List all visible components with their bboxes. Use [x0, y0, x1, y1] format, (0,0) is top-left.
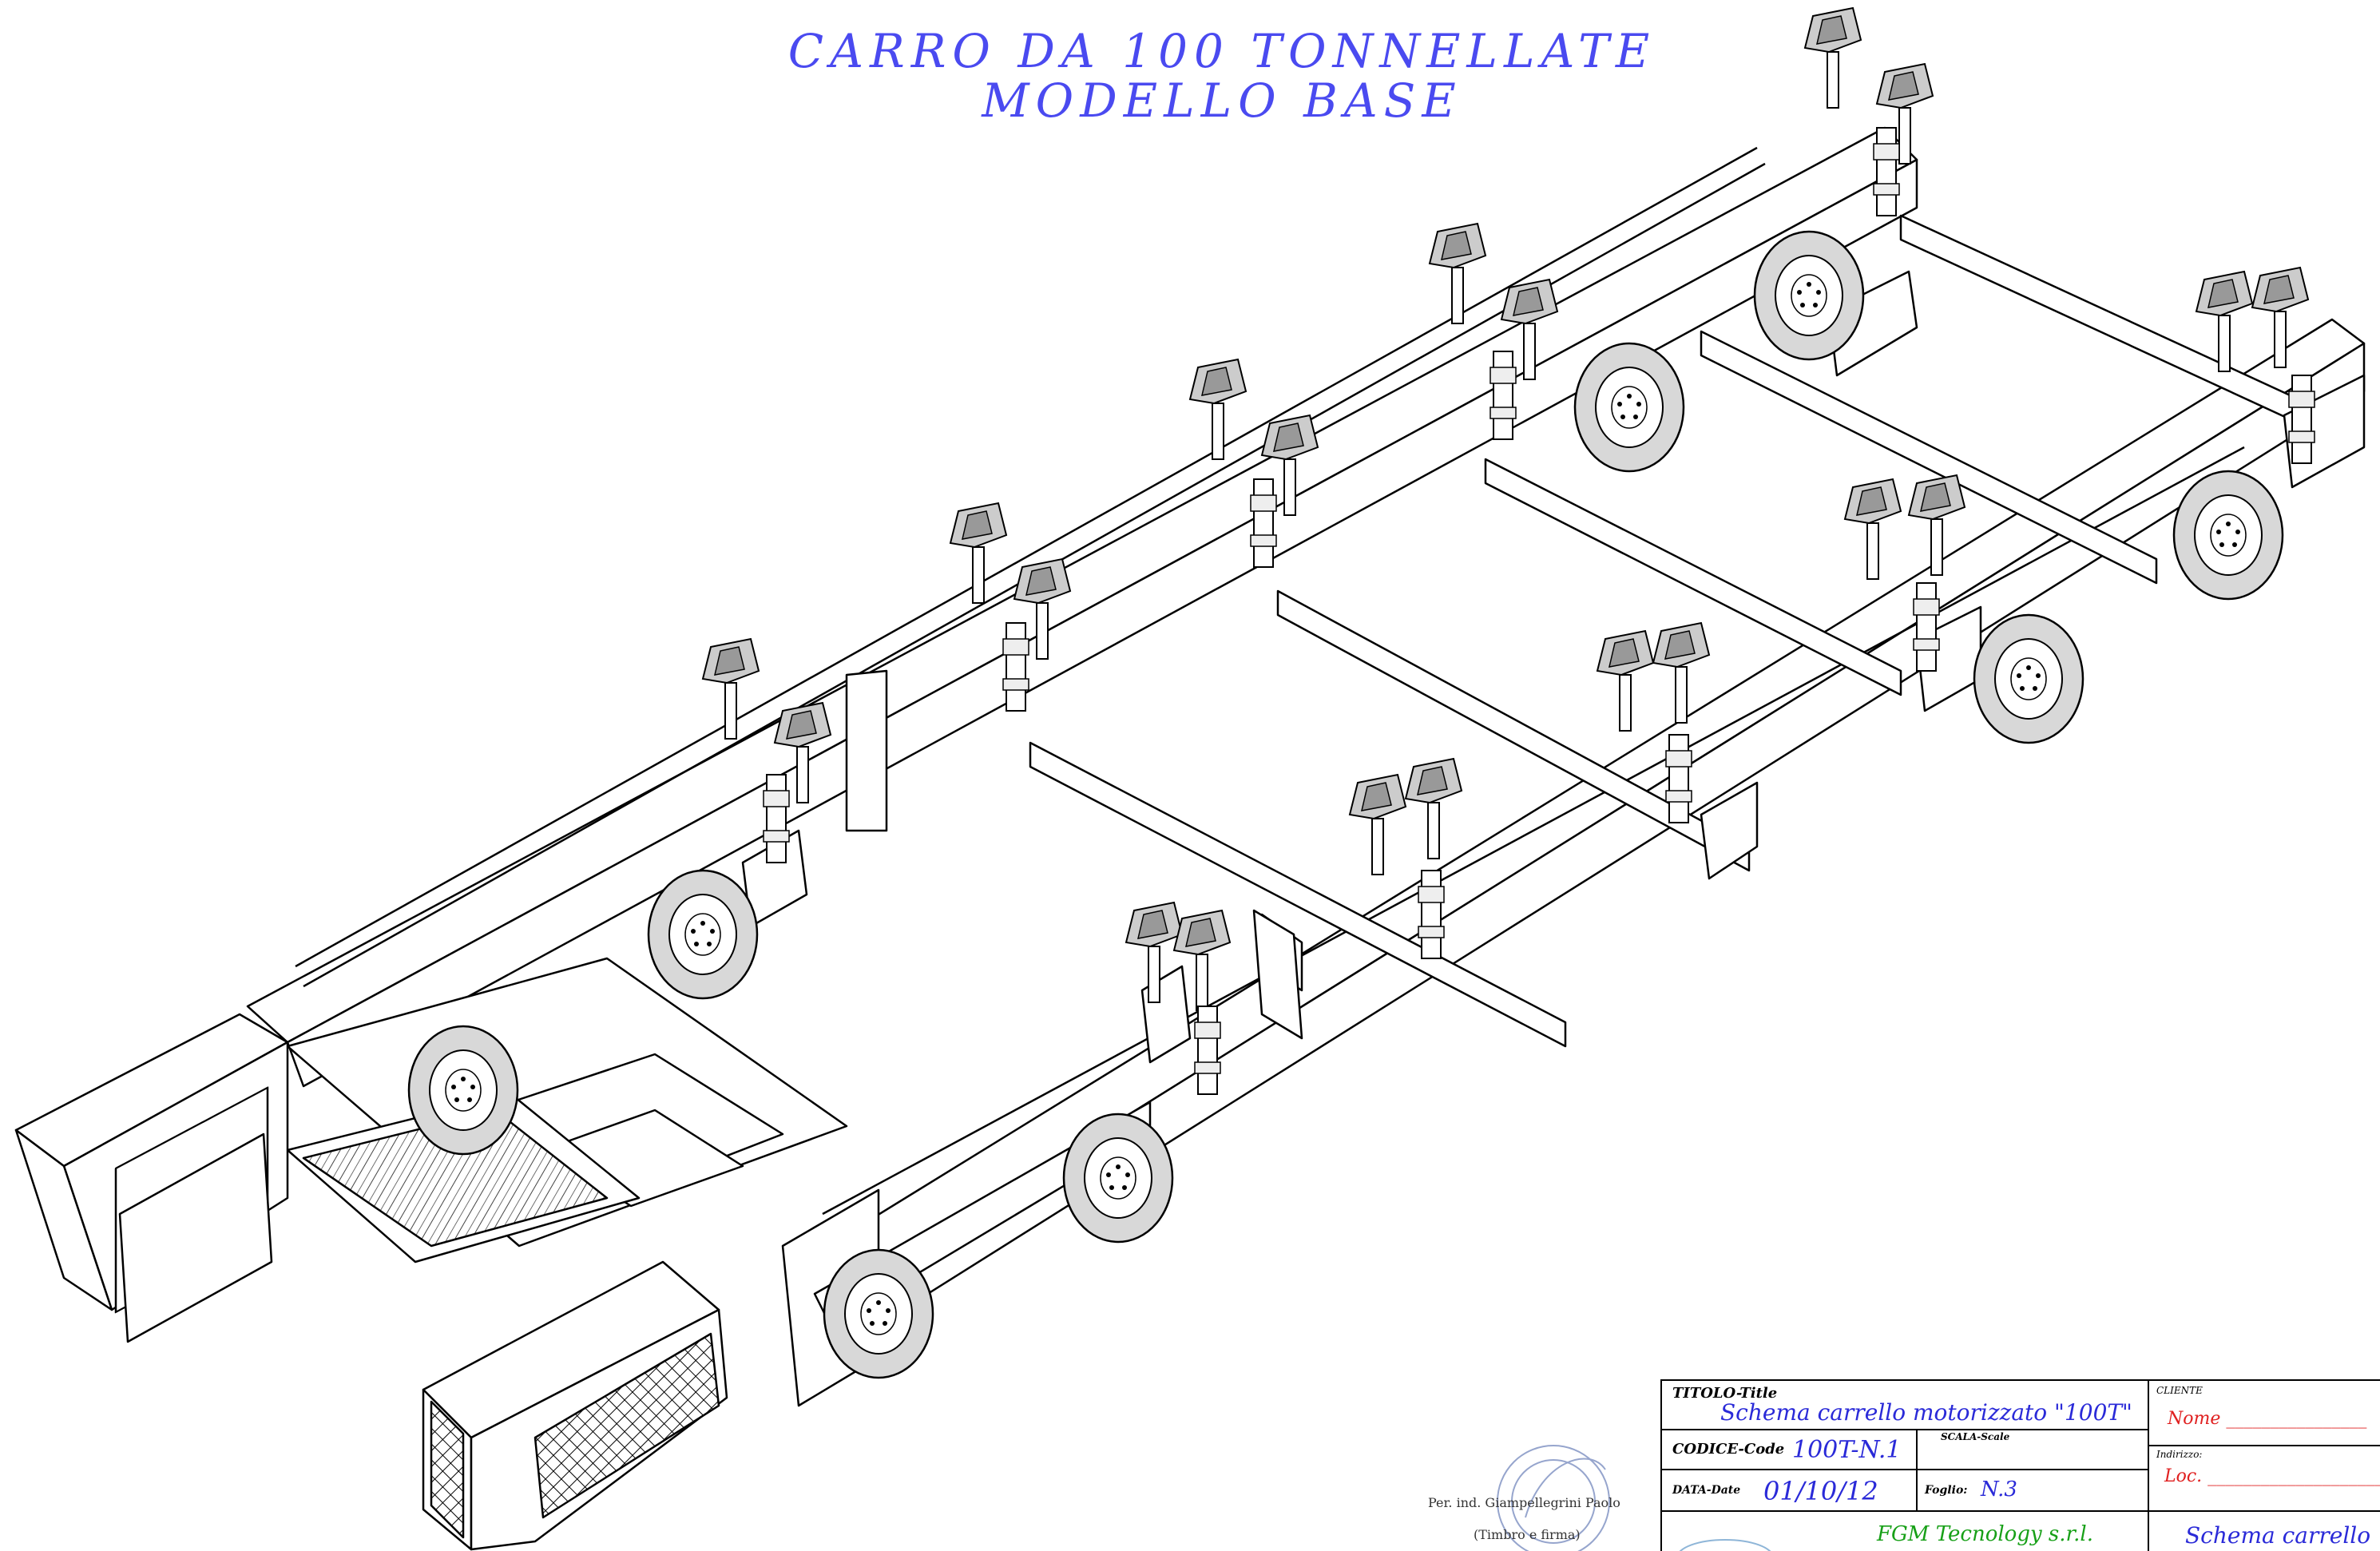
title-block [1660, 1379, 2380, 1551]
cross-member-2 [1276, 589, 1751, 872]
titolo-label: TITOLO-Title [1672, 1385, 1778, 1402]
indirizzo-label: Indirizzo: [2156, 1449, 2203, 1460]
data-value: 01/10/12 [1763, 1476, 1878, 1506]
right-main-beam [813, 318, 2366, 1287]
stamp-sign: (Timbro e firma) [1474, 1527, 1581, 1542]
codice-label: CODICE-Code [1672, 1441, 1785, 1458]
scala-label: SCALA-Scale [1941, 1431, 2010, 1442]
codice-value: 100T-N.1 [1792, 1436, 1902, 1464]
cliente-label: CLIENTE [2156, 1385, 2203, 1396]
stamp-seal-bottom [1679, 1539, 1771, 1551]
titolo-value: Schema carrello motorizzato "100T" [1720, 1399, 2132, 1426]
foglio-value: N.3 [1981, 1478, 2017, 1501]
stamp-seal [1497, 1445, 1610, 1551]
nome-label: Nome ________________ [2168, 1409, 2367, 1429]
cross-member-5 [1899, 214, 2318, 433]
company-name: FGM Tecnology s.r.l. [1877, 1522, 2093, 1546]
cross-member-1 [1029, 741, 1567, 1048]
drawing-title-line1: CARRO DA 100 TONNELLATE [787, 24, 1656, 78]
loc-label: Loc. ____________________ [2164, 1466, 2380, 1486]
left-main-beam [246, 126, 1918, 1044]
cross-member-3 [1484, 458, 1902, 696]
data-label: DATA-Date [1672, 1484, 1741, 1497]
title-block-footer: Schema carrello [2185, 1522, 2371, 1549]
foglio-label: Foglio: [1925, 1484, 1968, 1497]
cross-member-4 [1700, 330, 2158, 585]
drawing-title-line2: MODELLO BASE [982, 73, 1462, 128]
stamp-name: Per. ind. Giampellegrini Paolo [1428, 1495, 1620, 1510]
